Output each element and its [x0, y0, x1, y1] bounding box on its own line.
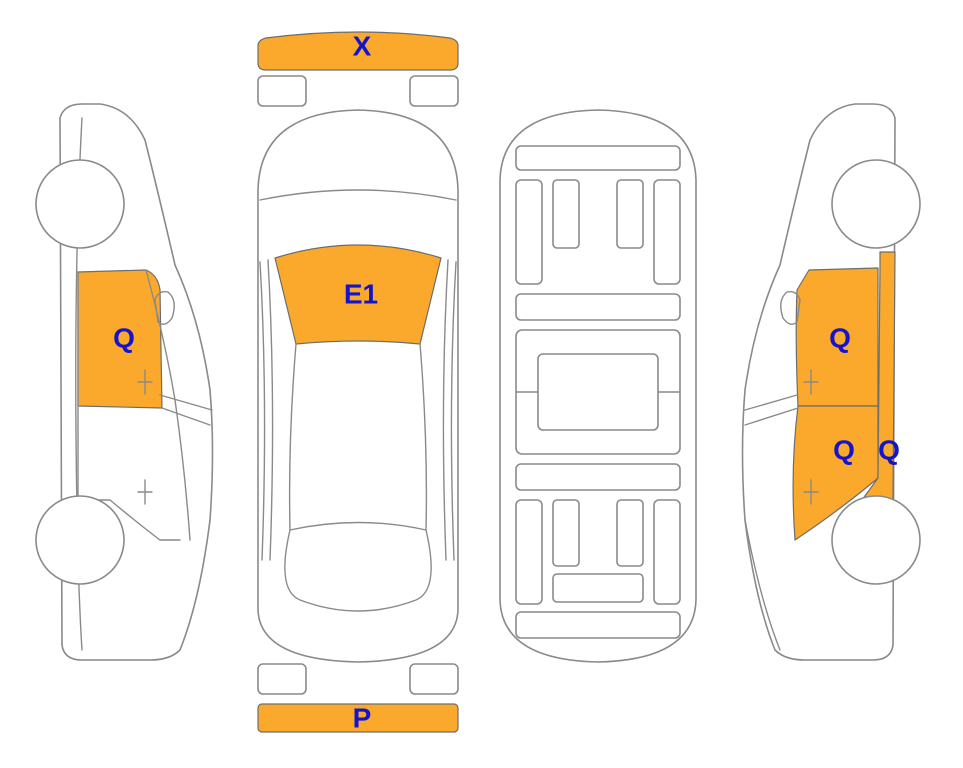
right-side-pillar	[744, 394, 799, 426]
label-front-bumper: X	[353, 30, 372, 61]
label-right-rear-door: Q	[833, 434, 855, 465]
rear-right-light	[409, 663, 459, 695]
top-hood-line	[259, 189, 457, 201]
top-roof-left-edge	[288, 343, 297, 531]
label-windshield: E1	[344, 278, 378, 309]
underbody-front-rail	[515, 145, 681, 171]
front-bumper-panel	[257, 31, 459, 71]
left-rear-wheel	[35, 495, 125, 585]
underbody-rear-center-box	[552, 573, 644, 603]
left-rear-door-handle	[137, 479, 153, 505]
label-right-pillar: Q	[878, 434, 900, 465]
rear-bumper-panel	[257, 703, 459, 733]
left-front-door-handle	[137, 369, 153, 395]
top-roof-right-edge	[419, 343, 428, 531]
underbody-front-left-box	[515, 179, 543, 285]
windshield-panel	[274, 244, 442, 345]
label-right-front-door: Q	[829, 322, 851, 353]
underbody-front-inner-left	[552, 179, 580, 249]
right-side-view	[741, 103, 921, 661]
right-front-wheel	[831, 159, 921, 249]
top-right-pillar	[442, 259, 457, 561]
top-view	[257, 31, 459, 733]
rear-left-light	[257, 663, 307, 695]
underbody-center-panel	[537, 353, 659, 431]
right-side-mirror	[780, 290, 801, 325]
front-left-light	[257, 75, 307, 107]
underbody-rear-inner-right	[616, 499, 644, 567]
underbody-rear-rail	[515, 611, 681, 639]
right-rear-door-handle	[803, 479, 819, 505]
right-rear-door-panel	[792, 405, 879, 541]
underbody-rear-left-box	[515, 499, 543, 605]
top-rear-window	[284, 521, 432, 612]
label-left-front-door: Q	[113, 322, 135, 353]
left-side-pillar	[159, 394, 213, 426]
left-side-view	[35, 103, 214, 661]
underbody-front-inner-right	[616, 179, 644, 249]
underbody-view	[499, 109, 697, 663]
top-left-pillar	[259, 259, 274, 561]
right-side-rocker	[744, 519, 781, 651]
left-side-mirror	[154, 290, 175, 325]
right-front-door-handle	[803, 369, 819, 395]
underbody-crossmember-1	[515, 293, 681, 321]
front-right-light	[409, 75, 459, 107]
top-body-outline	[257, 109, 459, 663]
underbody-front-right-box	[653, 179, 681, 285]
left-front-wheel	[35, 159, 125, 249]
label-rear-bumper: P	[353, 702, 372, 733]
underbody-crossmember-2	[515, 463, 681, 491]
right-rear-wheel	[831, 495, 921, 585]
underbody-rear-right-box	[653, 499, 681, 605]
left-front-door-panel	[77, 269, 163, 409]
underbody-rear-inner-left	[552, 499, 580, 567]
left-side-rear-door-edge	[61, 499, 181, 541]
